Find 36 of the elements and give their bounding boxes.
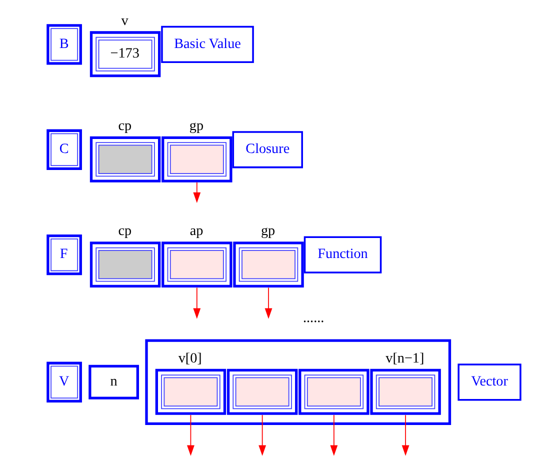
node-box — [154, 368, 226, 415]
node-label: cp — [118, 223, 132, 240]
node-label: v — [120, 12, 128, 29]
node-box: Function — [303, 236, 382, 274]
node-label: gp — [188, 118, 204, 134]
node-label: gp — [260, 223, 275, 240]
node-box — [298, 368, 369, 415]
node-box: B — [46, 24, 82, 65]
arrow — [330, 414, 338, 456]
node-box — [370, 368, 440, 415]
node-box — [232, 242, 304, 288]
cluster — [144, 339, 451, 426]
node-box: Basic Value — [160, 26, 254, 63]
node-box — [89, 242, 160, 288]
arrow — [258, 414, 266, 456]
arrow — [186, 414, 194, 456]
node-box: −173 — [89, 31, 160, 78]
node-box: Closure — [232, 131, 302, 168]
node-box — [89, 136, 160, 182]
label: ...... — [302, 310, 324, 326]
arrow — [192, 287, 200, 319]
node-label: cp — [118, 118, 132, 134]
node-label: v[n−1] — [385, 350, 424, 367]
node-box: F — [46, 234, 82, 276]
node-label: v[0] — [178, 350, 202, 367]
node-box: n — [88, 364, 138, 400]
arrow — [264, 287, 272, 319]
node-label: ap — [189, 223, 203, 240]
arrow — [192, 182, 200, 204]
arrow — [401, 414, 409, 456]
node-box — [161, 242, 232, 288]
node-box: V — [46, 362, 82, 402]
node-box — [226, 368, 298, 415]
node-box: C — [46, 129, 82, 170]
node-box: Vector — [457, 364, 521, 401]
node-box — [161, 136, 232, 182]
